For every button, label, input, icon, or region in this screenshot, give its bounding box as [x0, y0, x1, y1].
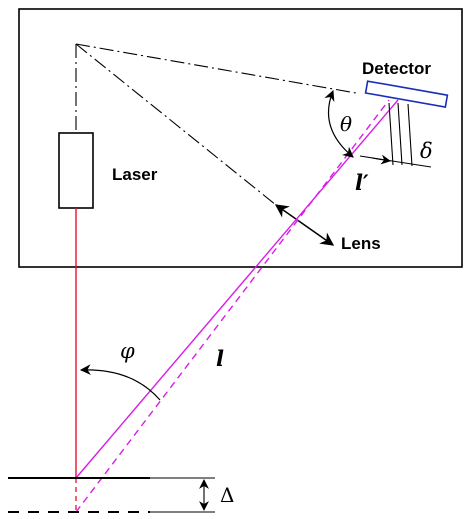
l-label: l: [216, 346, 224, 371]
sensor-housing: [18, 8, 463, 268]
reflected-beam-displaced: [75, 99, 390, 513]
delta-big-label: Δ: [220, 483, 234, 507]
detector-optical-axis: [75, 43, 357, 94]
lens-icon: [274, 204, 335, 246]
laser-label: Laser: [112, 165, 158, 184]
delta-extension-line-3: [407, 103, 413, 167]
theta-arc: [324, 89, 354, 158]
detector-label: Detector: [362, 59, 431, 78]
lens-axis-line: [75, 43, 277, 206]
phi-arc: [79, 364, 161, 401]
laser-body: [58, 132, 94, 209]
delta-extension-line-2: [397, 102, 403, 166]
delta-small-arrow: [371, 154, 391, 165]
detector-body: [364, 80, 449, 108]
theta-label: θ: [340, 112, 352, 136]
lens-label: Lens: [341, 234, 381, 253]
delta-small-label: δ: [420, 139, 433, 163]
phi-label: φ: [120, 339, 135, 363]
delta-extension-line-1: [388, 102, 394, 166]
reflected-beam: [75, 99, 399, 479]
delta-small-dimension: [359, 155, 432, 168]
l-prime-label: l′: [355, 170, 369, 195]
